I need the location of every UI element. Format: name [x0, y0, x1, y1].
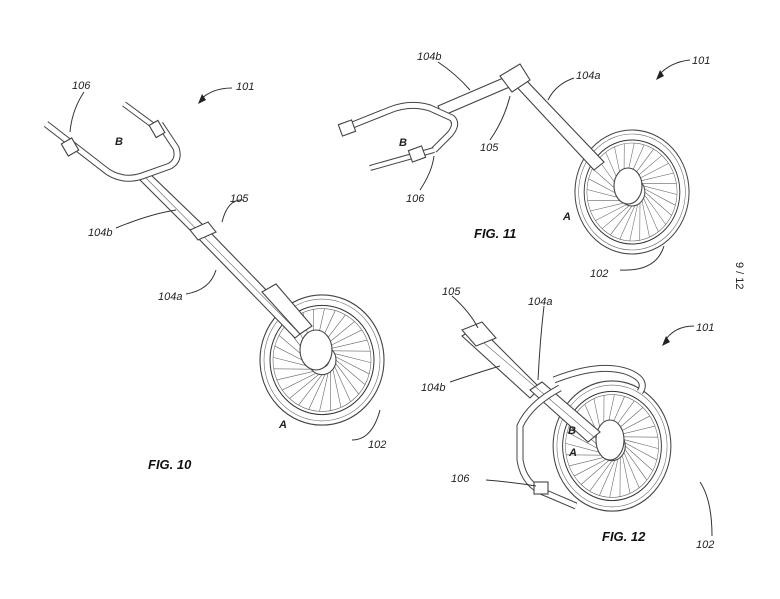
fig12-label-a: A	[568, 447, 577, 459]
fig11-tube-104b	[437, 75, 513, 117]
fig10-label-b: B	[115, 136, 123, 148]
wheel-spoke	[335, 359, 366, 385]
wheel-spoke	[334, 353, 371, 363]
wheel-spoke	[332, 369, 342, 408]
fig11-label-upper-tube: 104b	[417, 51, 441, 63]
fig11-label-assembly: 101	[692, 55, 710, 67]
fig12-label-joint: 105	[442, 286, 461, 298]
fig10-joint-105	[189, 221, 217, 241]
wheel-spoke	[335, 363, 359, 395]
fig10-caption: FIG. 10	[148, 457, 192, 472]
wheel-spoke	[319, 373, 329, 412]
fig12-brake-disc	[595, 419, 625, 461]
wheel-spoke	[644, 194, 666, 225]
wheel-spoke	[298, 374, 323, 406]
fig12-drawing	[449, 295, 713, 537]
wheel-spoke	[639, 172, 674, 182]
wheel-spoke	[617, 415, 650, 434]
wheel-spoke	[625, 445, 654, 471]
fig10-label-lower-tube: 104a	[158, 291, 182, 303]
wheel-spoke	[335, 356, 370, 375]
wheel-spoke	[644, 188, 676, 206]
fig10-label-wheel: 102	[368, 439, 386, 451]
wheel-spoke	[624, 449, 648, 481]
fig10-brake-disc	[299, 329, 333, 371]
wheel-spoke	[609, 459, 619, 498]
fig11-brake-disc	[613, 167, 643, 205]
wheel-spoke	[644, 191, 672, 216]
fig11-label-handle: 106	[406, 193, 425, 205]
fig10-label-joint: 105	[230, 193, 249, 205]
fig11-grip-right	[407, 145, 427, 163]
wheel-spoke	[623, 439, 659, 449]
wheel-spoke	[620, 425, 656, 435]
fig11-label-a: A	[562, 211, 571, 223]
fig11-label-b: B	[399, 137, 407, 149]
fig10-label-upper-tube: 104b	[88, 227, 112, 239]
wheel-spoke	[327, 329, 362, 348]
fig12-label-assembly: 101	[696, 322, 714, 334]
fig10-label-assembly: 101	[236, 81, 254, 93]
wheel-spoke	[589, 460, 613, 492]
wheel-spoke	[330, 339, 368, 349]
fig10-wheel	[259, 294, 385, 426]
fig11-caption: FIG. 11	[474, 226, 516, 241]
fig10-label-handle: 106	[72, 80, 91, 92]
wheel-spoke	[595, 204, 627, 221]
fig11-grip-left	[337, 119, 357, 137]
fig10-grip-right	[148, 119, 166, 139]
fig12-caption: FIG. 12	[602, 529, 646, 544]
fig11-label-lower-tube: 104a	[576, 70, 600, 82]
wheel-spoke	[282, 372, 317, 391]
fig12-label-upper-tube: 104b	[421, 382, 445, 394]
fig12-label-wheel: 102	[696, 539, 714, 551]
fig11-tube-104a	[513, 77, 605, 171]
wheel-spoke	[619, 205, 636, 240]
wheel-spoke	[276, 371, 314, 381]
wheel-spoke	[643, 197, 659, 232]
wheel-spoke	[580, 460, 610, 485]
wheel-spoke	[599, 460, 616, 496]
wheel-spoke	[590, 202, 625, 212]
wheel-spoke	[334, 366, 351, 402]
fig11-drawing	[337, 59, 691, 271]
page-number: 9 / 12	[733, 262, 745, 290]
fig10-fork	[261, 283, 313, 335]
wheel-spoke	[574, 458, 607, 477]
wheel-spoke	[308, 374, 326, 410]
wheel-spoke	[643, 185, 678, 195]
fig10-grip-left	[60, 137, 80, 157]
fig11-label-wheel: 102	[590, 268, 608, 280]
fig10-spokes	[273, 308, 371, 412]
fig11-label-joint: 105	[480, 142, 499, 154]
fig12-label-handle: 106	[451, 473, 470, 485]
wheel-spoke	[637, 163, 669, 180]
wheel-spoke	[624, 442, 657, 461]
fig10-label-a: A	[278, 419, 287, 431]
wheel-spoke	[622, 455, 631, 494]
wheel-spoke	[565, 443, 601, 453]
fig10-drawing	[43, 87, 385, 441]
wheel-spoke	[623, 452, 640, 488]
wheel-spoke	[568, 457, 604, 467]
wheel-spoke	[629, 204, 638, 241]
wheel-spoke	[289, 374, 320, 399]
fig12-grip	[533, 481, 549, 495]
fig12-joint-105	[461, 321, 497, 347]
wheel-spoke	[641, 200, 650, 238]
wheel-spoke	[273, 357, 310, 367]
wheel-spoke	[586, 189, 621, 199]
wheel-spoke	[601, 205, 630, 229]
fig11-joint-105	[499, 63, 531, 93]
wheel-spoke	[610, 205, 633, 236]
fig12-label-lower-tube: 104a	[528, 296, 552, 308]
fig12-label-b: B	[568, 425, 576, 437]
wheel-spoke	[567, 431, 600, 450]
